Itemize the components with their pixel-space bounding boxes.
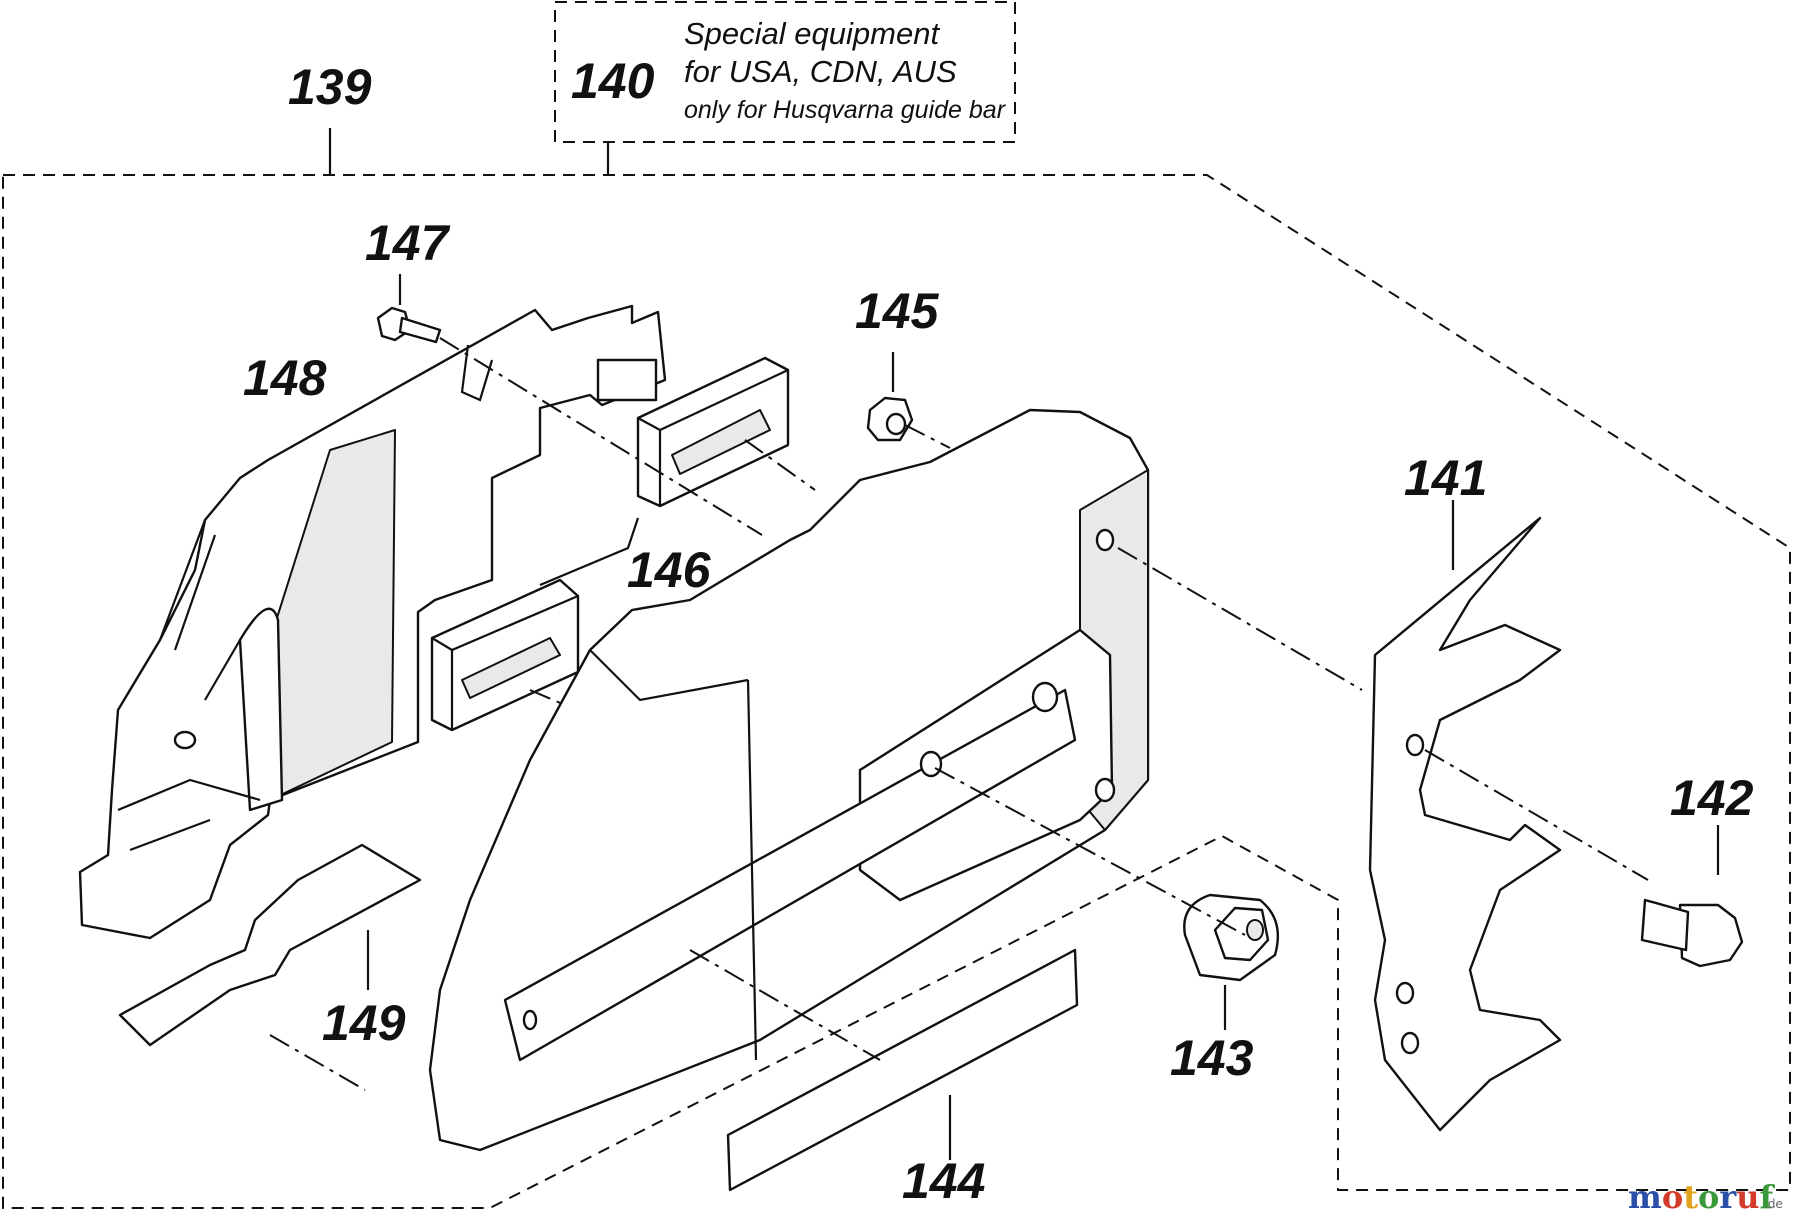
part-143-flange-nut[interactable]	[1183, 893, 1279, 1030]
part-147-screw[interactable]	[376, 274, 442, 344]
label-140: 140	[571, 53, 655, 109]
part-148-housing[interactable]	[78, 304, 667, 940]
part-144-decal[interactable]	[726, 948, 1079, 1192]
watermark-logo: motoruf .de	[1628, 1178, 1783, 1216]
label-143: 143	[1170, 1030, 1254, 1086]
note-line-2: for USA, CDN, AUS	[684, 54, 957, 89]
watermark-letter: m	[1628, 1178, 1662, 1216]
label-142: 142	[1670, 770, 1754, 826]
part-149-plate[interactable]	[118, 843, 422, 1047]
note-line-3: only for Husqvarna guide bar	[684, 96, 1007, 124]
watermark-letter: t	[1683, 1178, 1698, 1216]
watermark-brand: motoruf	[1628, 1178, 1775, 1216]
watermark-letter: r	[1719, 1178, 1737, 1216]
label-141: 141	[1404, 450, 1487, 506]
watermark-suffix: .de	[1764, 1197, 1783, 1211]
group-139-outline	[2, 174, 1791, 1209]
part-141-bark-spike[interactable]	[1368, 500, 1562, 1132]
watermark-letter: f	[1759, 1178, 1775, 1216]
label-149: 149	[322, 995, 406, 1051]
watermark-letter: u	[1736, 1178, 1759, 1216]
part-146-buffer-upper[interactable]	[636, 356, 790, 508]
leader-146	[539, 517, 640, 587]
label-148: 148	[243, 350, 327, 406]
assembly-axes	[269, 337, 1649, 1091]
part-146-buffer-lower[interactable]	[430, 578, 580, 732]
label-139: 139	[288, 59, 372, 115]
label-145: 145	[855, 283, 940, 339]
note-line-1: Special equipment	[684, 16, 940, 51]
label-147: 147	[365, 215, 451, 271]
part-145-nut[interactable]	[866, 352, 914, 442]
label-144: 144	[902, 1153, 985, 1209]
label-146: 146	[627, 542, 712, 598]
note-box-140	[554, 1, 1016, 143]
part-chain-cover[interactable]	[428, 408, 1150, 1152]
watermark-letter: o	[1698, 1178, 1719, 1216]
part-142-screw[interactable]	[1640, 825, 1744, 968]
watermark-letter: o	[1662, 1178, 1683, 1216]
